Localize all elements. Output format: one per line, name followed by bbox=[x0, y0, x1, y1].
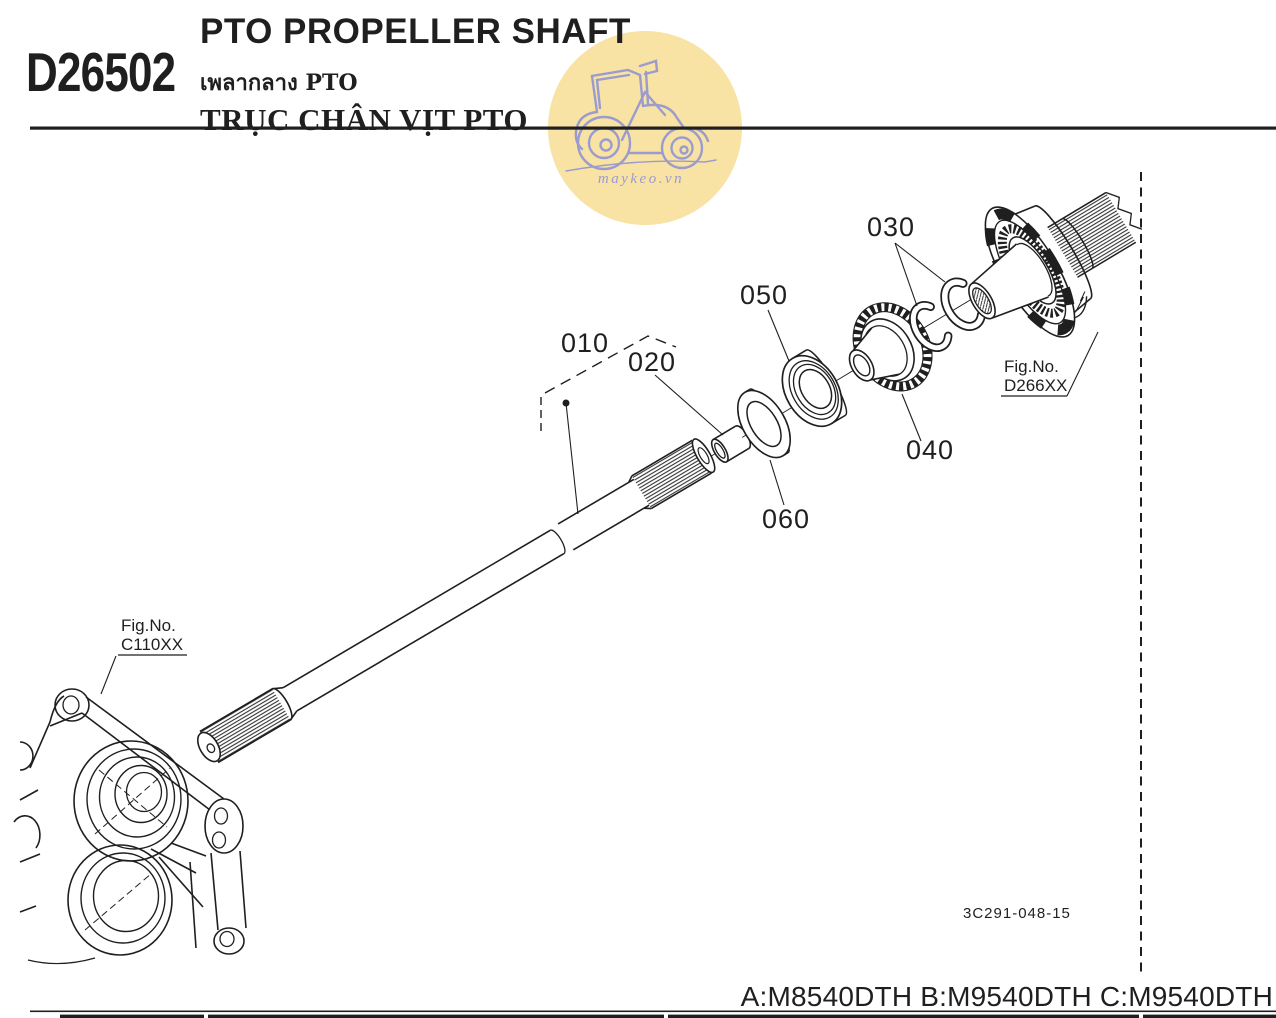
footer-models: A:M8540DTH B:M9540DTH C:M9540DTH bbox=[740, 981, 1273, 1012]
header-rule bbox=[30, 126, 1276, 130]
page-title-th: เพลากลาง PTO bbox=[200, 69, 358, 96]
figref-clutch: Fig.No. D266XX bbox=[1001, 357, 1067, 397]
callout-060: 060 bbox=[762, 504, 810, 534]
page-code: D26502 bbox=[26, 41, 176, 103]
figref-clutch-title: Fig.No. bbox=[1004, 357, 1059, 376]
leader-lines bbox=[100, 242, 1099, 695]
callout-labels: 010 020 030 040 050 060 bbox=[561, 212, 954, 534]
bearing-050-drawing bbox=[781, 349, 848, 428]
figref-clutch-code: D266XX bbox=[1004, 376, 1067, 395]
page-title-en: PTO PROPELLER SHAFT bbox=[200, 12, 631, 51]
footer-rules bbox=[30, 1010, 1276, 1018]
callout-010: 010 bbox=[561, 328, 609, 358]
callout-040: 040 bbox=[906, 435, 954, 465]
page-title-vi: TRỤC CHÂN VỊT PTO bbox=[200, 101, 529, 137]
gear-040-drawing bbox=[848, 302, 933, 392]
callout-010-bracket bbox=[540, 335, 677, 515]
figref-housing-title: Fig.No. bbox=[121, 616, 176, 635]
pto-shaft-drawing bbox=[196, 438, 716, 764]
drawing-code: 3C291-048-15 bbox=[963, 905, 1071, 922]
watermark-text: maykeo.vn bbox=[598, 171, 684, 187]
callout-020: 020 bbox=[628, 347, 676, 377]
clutch-assembly-drawing bbox=[968, 191, 1143, 338]
page-title-block: PTO PROPELLER SHAFT เพลากลาง PTO TRỤC CH… bbox=[200, 10, 631, 138]
washer-060-drawing bbox=[736, 388, 792, 459]
figref-housing-code: C110XX bbox=[121, 635, 183, 654]
snap-rings-030-drawing bbox=[909, 277, 987, 352]
figref-housing: Fig.No. C110XX bbox=[118, 616, 187, 656]
collar-020-drawing bbox=[710, 425, 752, 463]
callout-030: 030 bbox=[867, 212, 915, 242]
callout-050: 050 bbox=[740, 280, 788, 310]
housing-drawing bbox=[13, 688, 247, 965]
